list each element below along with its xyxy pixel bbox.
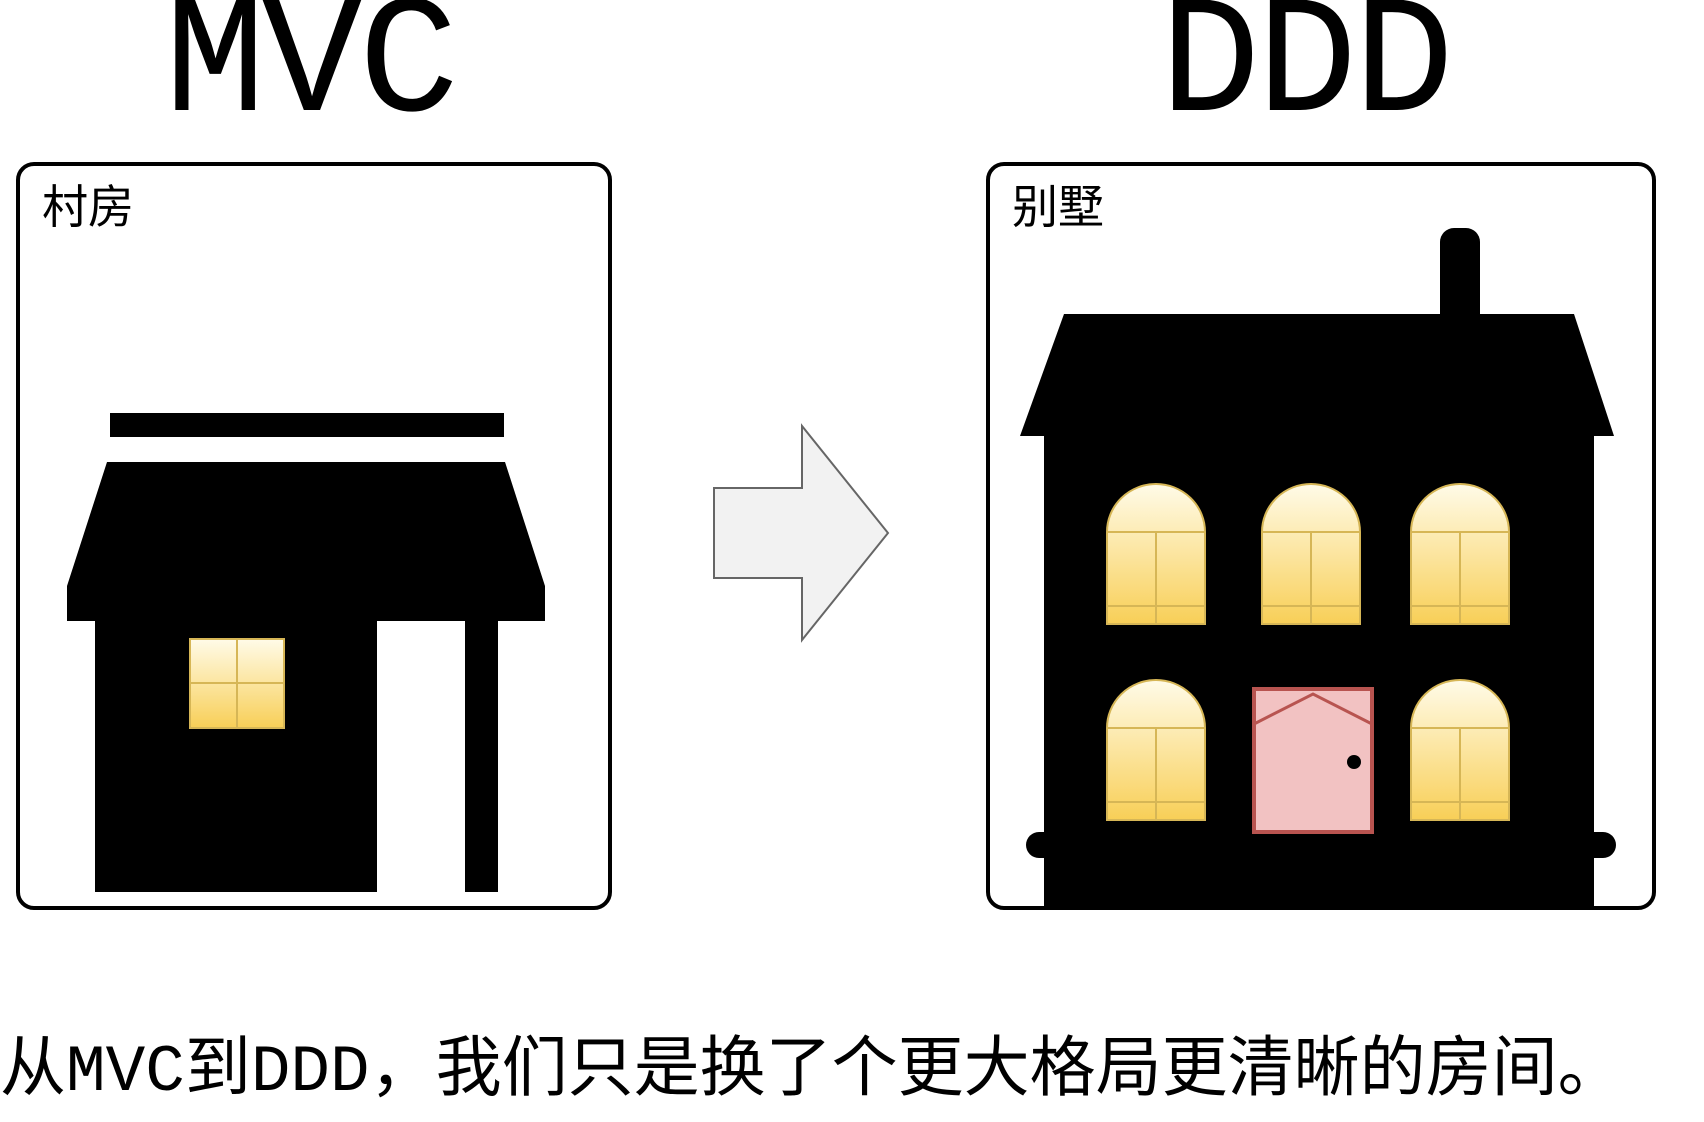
caption-text: 从MVC到DDD，我们只是换了个更大格局更清晰的房间。 bbox=[0, 1028, 1704, 1112]
upper-window-right bbox=[1410, 483, 1510, 625]
villa-panel: 别墅 bugstack.cn @小傅哥 bbox=[986, 162, 1656, 910]
ddd-title: DDD bbox=[1159, 0, 1454, 161]
porch-post bbox=[465, 621, 498, 892]
upper-window-middle bbox=[1261, 483, 1361, 625]
caption-ddd: DDD bbox=[250, 1035, 370, 1110]
watermark-text: bugstack.cn @小傅哥 bbox=[1330, 873, 1562, 900]
lower-window-left bbox=[1106, 679, 1206, 821]
villa-roof bbox=[1020, 314, 1614, 436]
roof bbox=[67, 462, 545, 621]
caption-part-5: ，我们只是换了个更大格局更清晰的房间。 bbox=[369, 1029, 1624, 1106]
house-body-lower bbox=[95, 758, 377, 892]
upper-window-left bbox=[1106, 483, 1206, 625]
villa-icon bbox=[1020, 228, 1616, 906]
caption-part-3: 到 bbox=[184, 1029, 251, 1106]
lower-window-right bbox=[1410, 679, 1510, 821]
front-door bbox=[1252, 687, 1374, 834]
house-window bbox=[189, 638, 285, 729]
caption-part-1: 从 bbox=[0, 1029, 66, 1106]
transform-arrow bbox=[713, 423, 890, 643]
village-house-icon bbox=[67, 413, 545, 892]
roof-beam bbox=[110, 413, 504, 437]
village-house-label: 村房 bbox=[42, 180, 134, 234]
caption-mvc: MVC bbox=[66, 1035, 185, 1110]
villa-label: 别墅 bbox=[1012, 180, 1104, 234]
mvc-title: MVC bbox=[164, 0, 459, 161]
village-house-panel: 村房 bbox=[16, 162, 612, 910]
villa-base bbox=[1026, 832, 1616, 858]
door-knob bbox=[1347, 755, 1361, 769]
